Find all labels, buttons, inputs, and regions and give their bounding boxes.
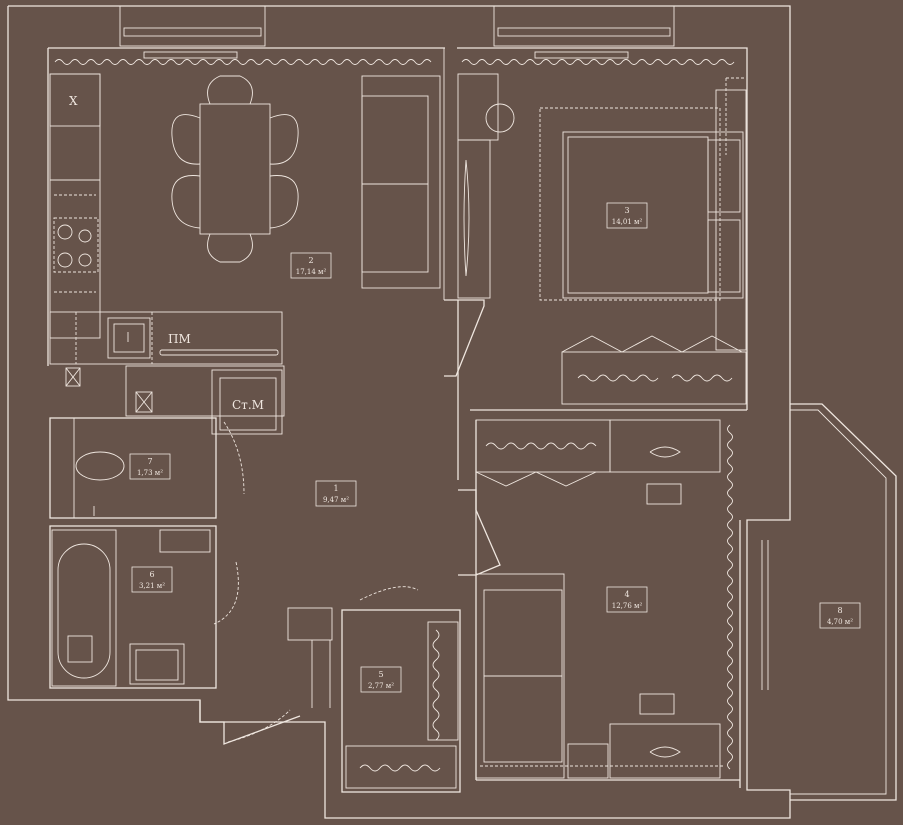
bedroom [457,73,747,405]
room-8-area: 4,70 м² [827,618,853,626]
room-1-number: 1 [333,484,338,493]
door-bedroom [444,299,485,377]
window-top-right [493,5,675,59]
room-3-area: 14,01 м² [612,218,643,226]
dishwasher-label: ПМ [168,332,191,346]
room-6-label: 6 3,21 м² [131,566,173,593]
room-3-number: 3 [624,206,629,215]
room-7-number: 7 [147,457,152,466]
room-6-area: 3,21 м² [139,582,165,590]
kitchen-counter [49,73,283,387]
washer-label: Ст.М [232,398,264,412]
room-1-area: 9,47 м² [323,496,349,504]
room-3-label: 3 14,01 м² [606,202,648,229]
entrance-door [199,700,301,745]
room-6-number: 6 [149,570,154,579]
curtain-bedroom [461,59,735,65]
curtain-kitchen [54,59,432,65]
room-7-label: 7 1,73 м² [129,453,171,480]
outer-walls [7,5,791,819]
room-8-number: 8 [837,606,842,615]
tv-unit [443,48,491,300]
room-5-label: 5 2,77 м² [360,666,402,693]
wc [49,417,217,519]
sofa-living [361,75,441,289]
room-1-label: 1 9,47 м² [315,480,357,507]
room-4-area: 12,76 м² [612,602,643,610]
room-2-area: 17,14 м² [296,268,327,276]
fridge-mark: X [69,94,78,108]
room-4-label: 4 12,76 м² [606,586,648,613]
room-2-label: 2 17,14 м² [290,252,332,279]
window-top-left [119,5,266,59]
curtain-room4 [727,424,733,770]
room-4-number: 4 [624,590,629,599]
hall [125,365,419,743]
room-2-number: 2 [308,256,313,265]
dishwasher [159,349,279,356]
balcony [761,403,897,801]
room-5-number: 5 [378,670,383,679]
storage [341,609,461,793]
dining-table [171,75,299,263]
bathroom [49,525,217,689]
room-7-area: 1,73 м² [137,469,163,477]
room-5-area: 2,77 м² [368,682,394,690]
room-4 [458,419,740,781]
room-8-label: 8 4,70 м² [819,602,861,629]
